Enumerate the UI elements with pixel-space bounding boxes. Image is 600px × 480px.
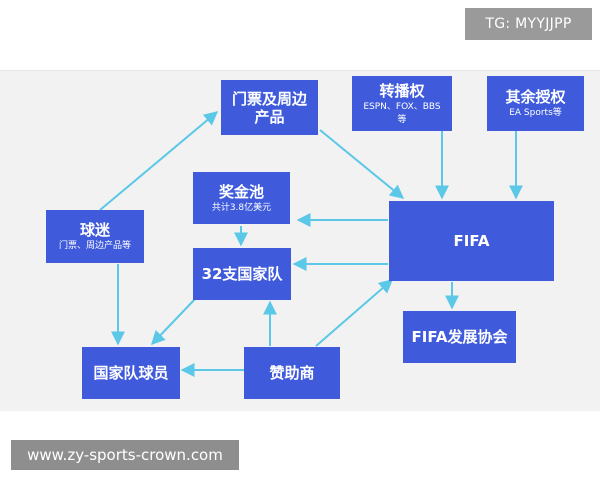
node-fifa-title: FIFA (453, 232, 490, 250)
edge-fans-to-tickets (99, 111, 219, 211)
node-tickets-title-line2: 产品 (254, 107, 285, 126)
node-tickets-merch: 门票及周边 产品 (221, 80, 318, 135)
node-broadcast-sub-line2: 等 (397, 114, 407, 125)
node-broadcast-sub: ESPN、FOX、BBS (363, 101, 441, 112)
node-other-rights: 其余授权 EA Sports等 (487, 76, 584, 131)
node-fifa-dev-assoc: FIFA发展协会 (403, 311, 516, 363)
node-national-teams: 32支国家队 (193, 248, 291, 300)
node-fans-sub: 门票、周边产品等 (58, 241, 131, 251)
node-national-players: 国家队球员 (82, 347, 180, 399)
node-fans: 球迷 门票、周边产品等 (46, 210, 144, 263)
node-sponsors-title: 赞助商 (269, 364, 315, 382)
watermark-url: www.zy-sports-crown.com (11, 440, 239, 470)
node-dev-assoc-title: FIFA发展协会 (411, 328, 508, 346)
edge-teams-to-players (151, 297, 197, 346)
node-broadcast-title: 转播权 (379, 81, 425, 100)
edge-sponsors-to-fifa (315, 279, 394, 347)
node-prize-pool: 奖金池 共计3.8亿美元 (193, 172, 290, 224)
node-players-title: 国家队球员 (93, 364, 169, 382)
node-tickets-title: 门票及周边 (231, 89, 307, 108)
edge-tickets-to-fifa (319, 129, 405, 199)
node-broadcast-rights: 转播权 ESPN、FOX、BBS 等 (352, 76, 452, 131)
node-other-rights-sub: EA Sports等 (509, 108, 562, 118)
node-other-rights-title: 其余授权 (505, 88, 566, 106)
node-sponsors: 赞助商 (244, 347, 340, 399)
node-prize-pool-title: 奖金池 (218, 182, 264, 201)
watermark-tag: TG: MYYJJPP (465, 8, 592, 40)
node-prize-pool-sub: 共计3.8亿美元 (211, 202, 272, 213)
node-teams-title: 32支国家队 (201, 265, 283, 283)
node-fans-title: 球迷 (79, 221, 110, 239)
node-fifa: FIFA (389, 201, 554, 281)
